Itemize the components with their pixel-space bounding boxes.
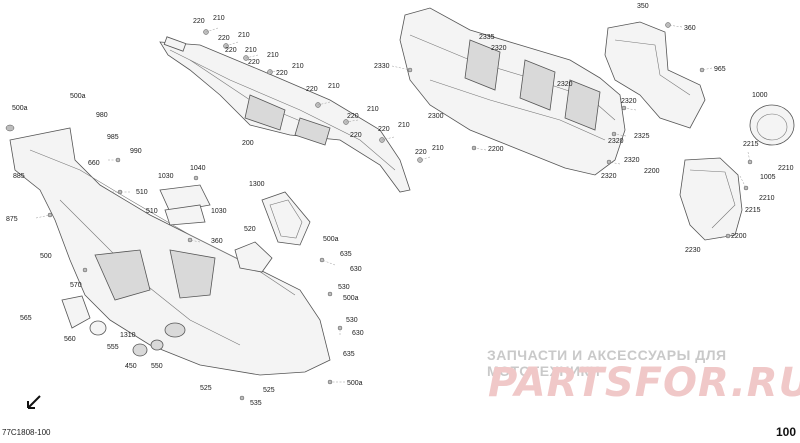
callout-label: 210 bbox=[267, 52, 279, 59]
callout-label: 220 bbox=[218, 35, 230, 42]
callout-label: 875 bbox=[6, 216, 18, 223]
callout-label: 360 bbox=[211, 238, 223, 245]
callout-label: 530 bbox=[338, 284, 350, 291]
callout-label: 2215 bbox=[743, 141, 759, 148]
callout-label: 2335 bbox=[479, 34, 495, 41]
callout-label: 2200 bbox=[731, 233, 747, 240]
watermark-logo: PARTSFOR.RU bbox=[488, 360, 800, 406]
callout-label: 2320 bbox=[608, 138, 624, 145]
callout-label: 2320 bbox=[601, 173, 617, 180]
callout-label: 1300 bbox=[249, 181, 265, 188]
callout-label: 220 bbox=[225, 47, 237, 54]
callout-label: 500a bbox=[70, 93, 86, 100]
callout-label: 535 bbox=[250, 400, 262, 407]
callout-label: 635 bbox=[343, 351, 355, 358]
callout-label: 510 bbox=[136, 189, 148, 196]
inlet-560 bbox=[61, 295, 164, 357]
callout-label: 565 bbox=[20, 315, 32, 322]
callout-label: 1040 bbox=[190, 165, 206, 172]
callout-label: 2200 bbox=[488, 146, 504, 153]
callout-labels: 220 210 220 210 220 210 220 210 220 210 … bbox=[6, 3, 794, 407]
callout-label: 1005 bbox=[760, 174, 776, 181]
callout-label: 965 bbox=[714, 66, 726, 73]
callout-label: 500a bbox=[343, 295, 359, 302]
callout-label: 1310 bbox=[120, 332, 136, 339]
callout-label: 200 bbox=[242, 140, 254, 147]
callout-label: 500a bbox=[12, 105, 28, 112]
callout-label: 500 bbox=[40, 253, 52, 260]
lower-right-duct bbox=[679, 157, 743, 241]
callout-label: 220 bbox=[378, 126, 390, 133]
callout-label: 1030 bbox=[211, 208, 227, 215]
watermark-caption: ЗАПЧАСТИ И АКСЕССУАРЫ ДЛЯ МОТОТЕХНИКИ bbox=[487, 347, 727, 379]
upper-duct bbox=[604, 21, 706, 129]
callout-label: 555 bbox=[107, 344, 119, 351]
callout-label: 520 bbox=[244, 226, 256, 233]
callout-label: 570 bbox=[70, 282, 82, 289]
callout-label: 350 bbox=[637, 3, 649, 10]
callout-label: 980 bbox=[96, 112, 108, 119]
callout-label: 2320 bbox=[624, 157, 640, 164]
callout-label: 500a bbox=[347, 380, 363, 387]
callout-label: 500a bbox=[323, 236, 339, 243]
callout-label: 210 bbox=[432, 145, 444, 152]
console-tub-assembly bbox=[399, 7, 626, 176]
callout-label: 2320 bbox=[491, 45, 507, 52]
diagram-code: 77C1808-100 bbox=[2, 428, 51, 437]
callout-label: 1000 bbox=[752, 92, 768, 99]
fasteners bbox=[47, 22, 753, 401]
orientation-arrow-icon bbox=[27, 395, 41, 409]
callout-label: 210 bbox=[238, 32, 250, 39]
frame-1300 bbox=[261, 191, 311, 246]
callout-label: 450 bbox=[125, 363, 137, 370]
callout-label: 2210 bbox=[759, 195, 775, 202]
callout-label: 220 bbox=[415, 149, 427, 156]
callout-label: 2325 bbox=[634, 133, 650, 140]
main-side-panel bbox=[9, 127, 331, 376]
callout-label: 560 bbox=[64, 336, 76, 343]
bracket-1030 bbox=[159, 184, 211, 226]
cover-520 bbox=[234, 241, 273, 273]
callout-label: 220 bbox=[347, 113, 359, 120]
callout-label: 635 bbox=[340, 251, 352, 258]
callout-label: 210 bbox=[328, 83, 340, 90]
callout-label: 885 bbox=[13, 173, 25, 180]
callout-label: 2320 bbox=[557, 81, 573, 88]
callout-label: 525 bbox=[263, 387, 275, 394]
callout-label: 630 bbox=[352, 330, 364, 337]
round-cover bbox=[749, 104, 795, 146]
callout-label: 220 bbox=[350, 132, 362, 139]
callout-label: 210 bbox=[367, 106, 379, 113]
callout-label: 2300 bbox=[428, 113, 444, 120]
callout-label: 210 bbox=[245, 47, 257, 54]
callout-label: 220 bbox=[193, 18, 205, 25]
callout-label: 220 bbox=[248, 59, 260, 66]
callout-label: 510 bbox=[146, 208, 158, 215]
callout-label: 630 bbox=[350, 266, 362, 273]
callout-label: 2230 bbox=[685, 247, 701, 254]
callout-label: 550 bbox=[151, 363, 163, 370]
callout-label: 985 bbox=[107, 134, 119, 141]
callout-label: 990 bbox=[130, 148, 142, 155]
clip-small-left bbox=[5, 124, 15, 132]
callout-label: 220 bbox=[306, 86, 318, 93]
callout-label: 2210 bbox=[778, 165, 794, 172]
callout-label: 360 bbox=[684, 25, 696, 32]
support-bar-assembly bbox=[159, 36, 411, 193]
callout-label: 1030 bbox=[158, 173, 174, 180]
callout-label: 525 bbox=[200, 385, 212, 392]
callout-label: 660 bbox=[88, 160, 100, 167]
callout-label: 2320 bbox=[621, 98, 637, 105]
callout-label: 220 bbox=[276, 70, 288, 77]
leader-lines bbox=[35, 24, 751, 383]
page-number: 100 bbox=[776, 425, 797, 439]
callout-label: 210 bbox=[213, 15, 225, 22]
callout-label: 2215 bbox=[745, 207, 761, 214]
callout-label: 210 bbox=[398, 122, 410, 129]
callout-label: 2200 bbox=[644, 168, 660, 175]
callout-label: 530 bbox=[346, 317, 358, 324]
callout-label: 2330 bbox=[374, 63, 390, 70]
callout-label: 210 bbox=[292, 63, 304, 70]
